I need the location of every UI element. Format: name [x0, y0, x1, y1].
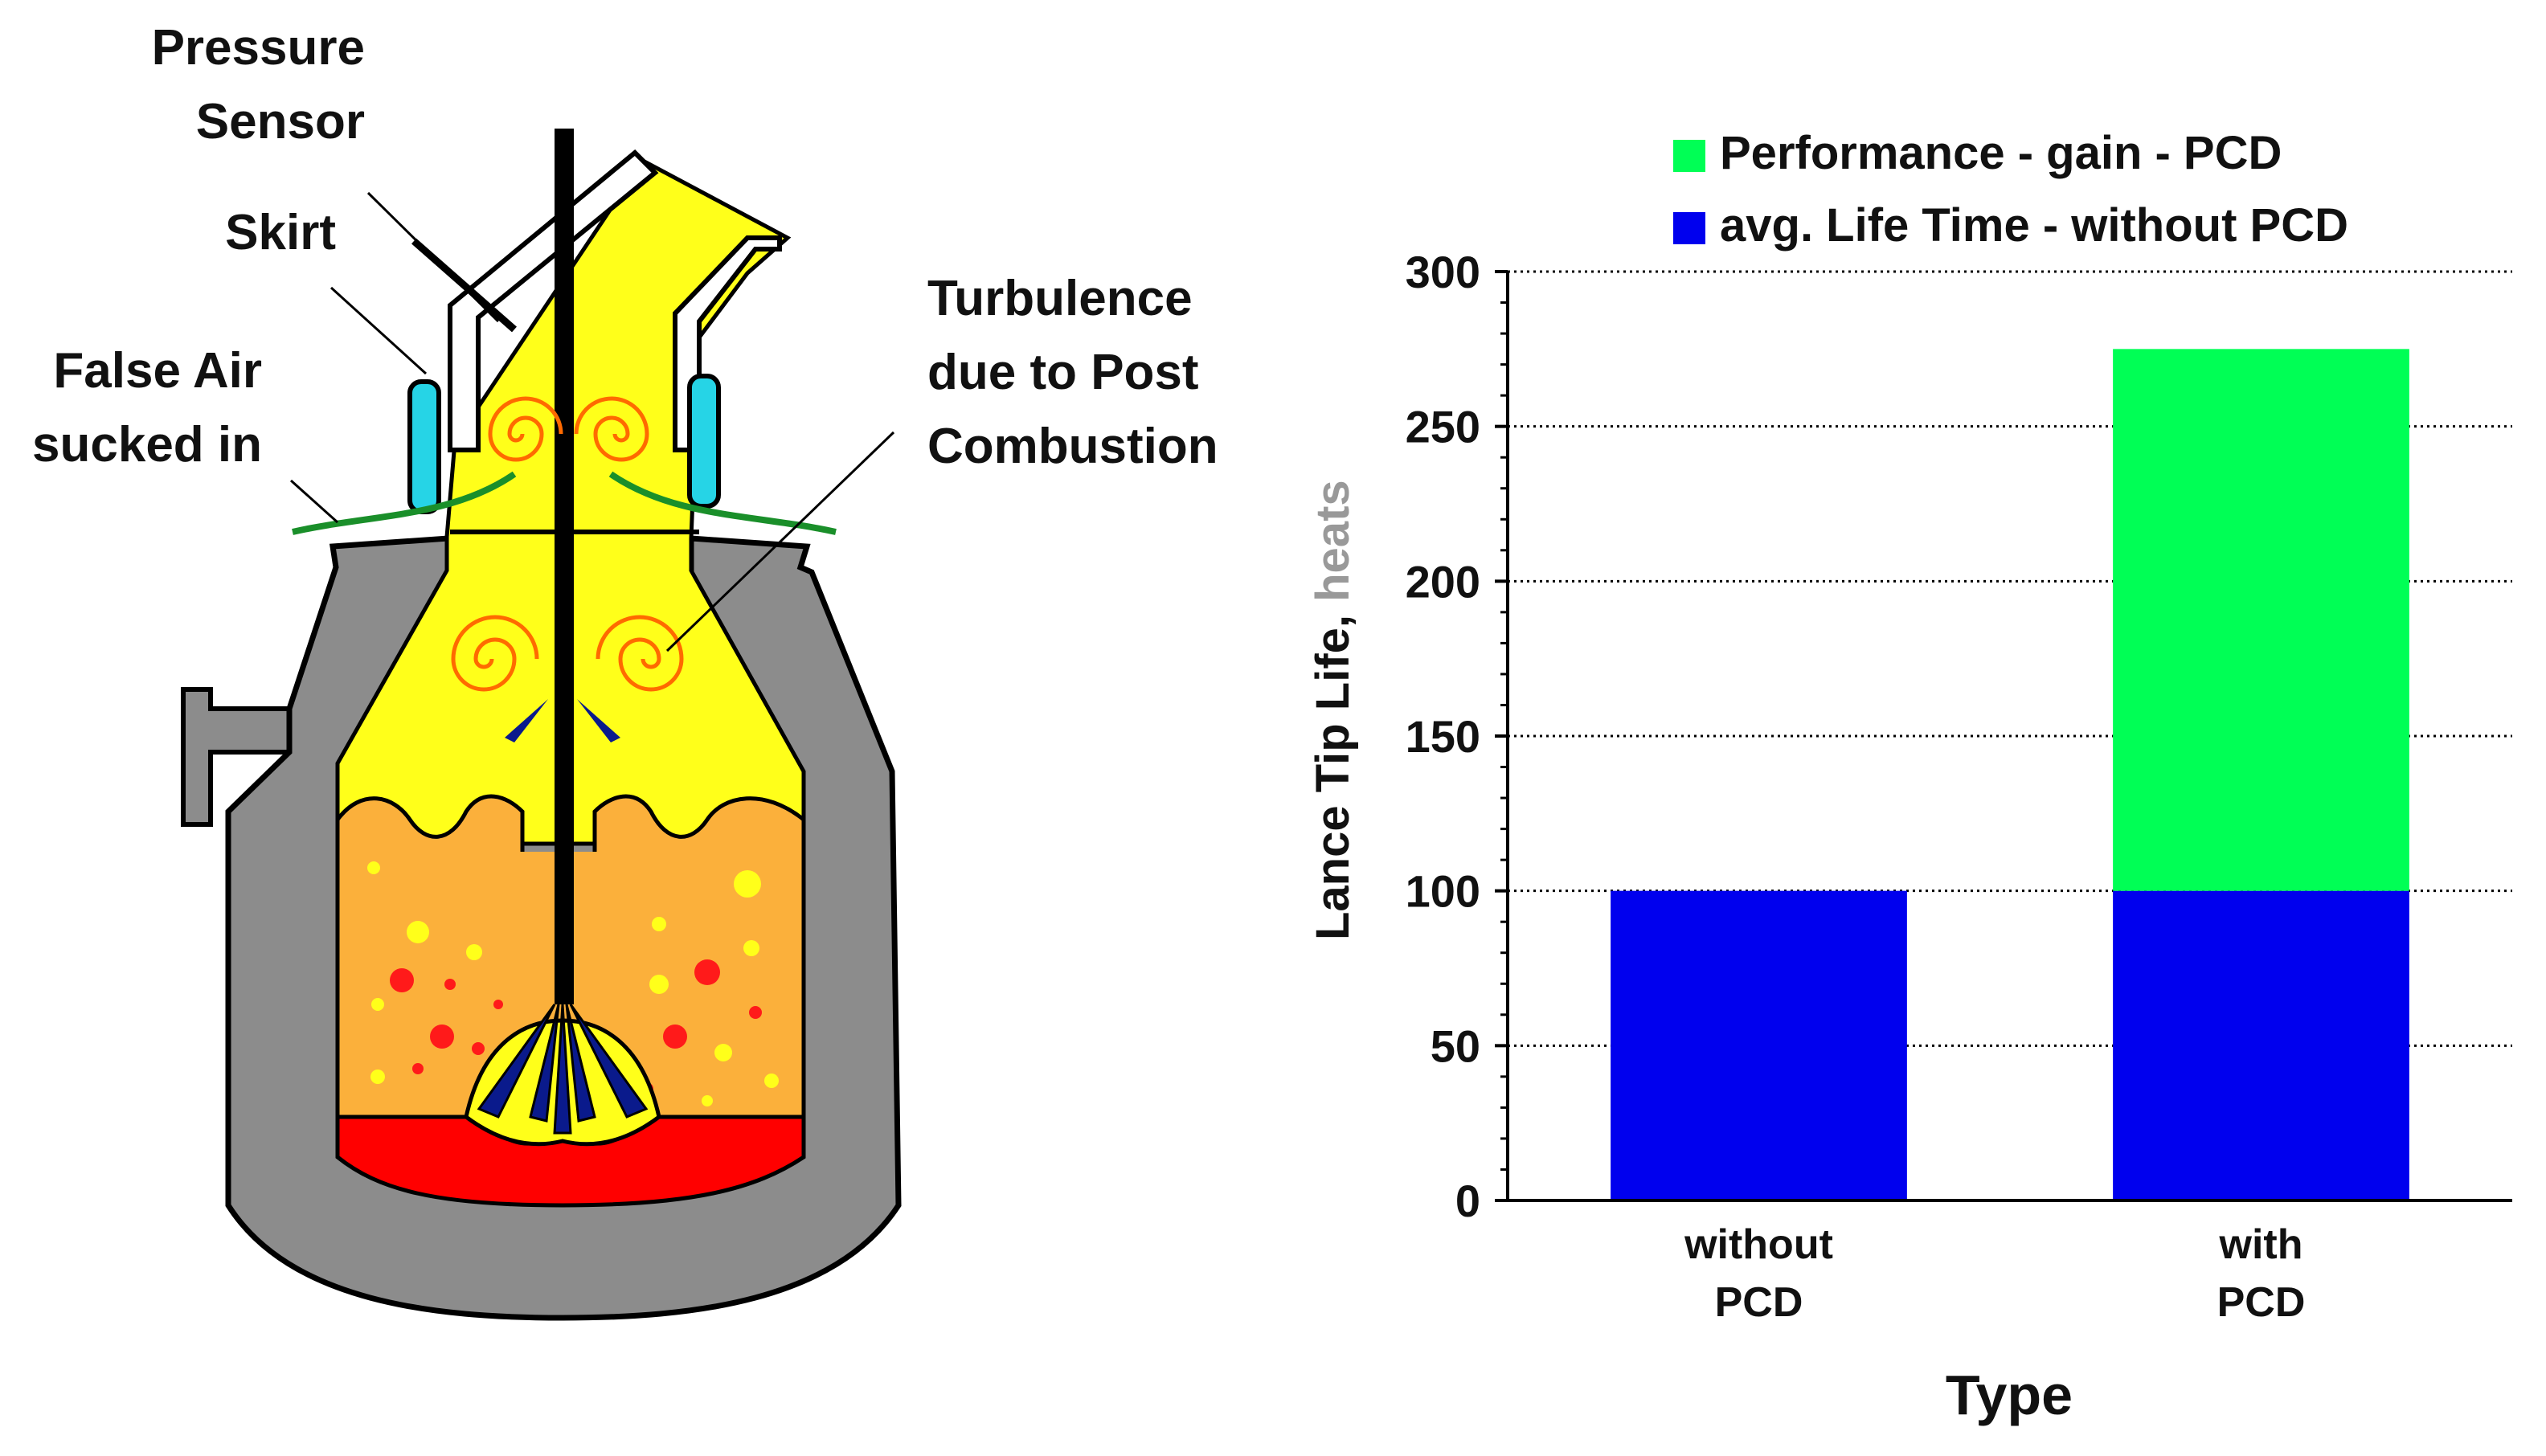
converter-diagram: Pressure Sensor Skirt False Air sucked i… [32, 20, 1218, 1321]
seal-line [292, 471, 837, 535]
hood-duct-left [448, 149, 659, 452]
y-tick-label: 150 [1406, 711, 1480, 762]
skirt-right [687, 374, 721, 509]
y-tick-label: 250 [1406, 402, 1480, 452]
y-axis-label-unit: heats [1307, 480, 1359, 602]
skirt-label: Skirt [225, 205, 336, 260]
legend-label: Performance - gain - PCD [1720, 127, 2282, 179]
turbulence-label-line3: Combustion [927, 419, 1218, 474]
y-tick-label: 100 [1406, 866, 1480, 917]
slag-bubbles [367, 861, 779, 1106]
oxygen-jets [477, 1004, 649, 1135]
chart-bars [1611, 349, 2409, 1200]
bar-segment [2113, 890, 2409, 1200]
hood-duct-right [673, 235, 782, 452]
turbulence-swirls [451, 396, 684, 692]
legend-swatch [1673, 140, 1705, 172]
y-axis-label-main: Lance Tip Life, [1307, 602, 1359, 940]
secondary-jets [505, 699, 620, 742]
y-tick-label: 200 [1406, 556, 1480, 607]
x-tick-label-line2: PCD [1715, 1279, 1803, 1326]
slag-zone-left [335, 794, 525, 1119]
x-tick-label-line1: without [1684, 1221, 1833, 1268]
chart-axes [1495, 270, 2512, 1202]
legend-label: avg. Life Time - without PCD [1720, 199, 2348, 252]
x-axis-label: Type [1946, 1364, 2073, 1426]
turbulence-label-line2: due to Post [927, 345, 1199, 400]
chart-legend: Performance - gain - PCD avg. Life Time -… [1673, 127, 2348, 252]
pressure-sensor-label-line2: Sensor [196, 94, 365, 149]
y-axis-label: Lance Tip Life, heats [1307, 480, 1359, 940]
y-tick-label: 50 [1431, 1020, 1480, 1071]
y-tick-label: 0 [1455, 1176, 1480, 1226]
legend-swatch [1673, 212, 1705, 244]
pressure-sensor-label-line1: Pressure [152, 20, 365, 76]
bar-segment [1611, 890, 1907, 1200]
x-tick-label-line1: with [2219, 1221, 2303, 1268]
y-tick-labels: 0 50 100 150 200 250 300 [1406, 247, 1480, 1226]
x-tick-label-line2: PCD [2217, 1279, 2306, 1326]
false-air-label-line2: sucked in [32, 417, 262, 472]
bar-segment [2113, 349, 2409, 891]
leader-lines [289, 191, 895, 652]
skirt-left [407, 379, 441, 514]
turbulence-label-line1: Turbulence [927, 271, 1193, 326]
lance [555, 129, 574, 1004]
false-air-label-line1: False Air [53, 343, 262, 399]
y-tick-label: 300 [1406, 247, 1480, 297]
